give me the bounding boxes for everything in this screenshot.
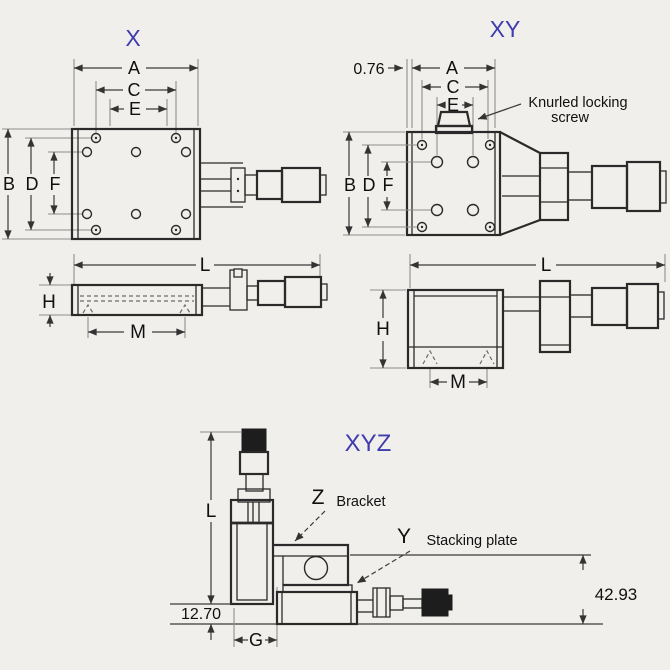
xy-stage-body xyxy=(406,288,505,370)
x-stage-side-view: L H M xyxy=(39,254,328,343)
hidden-hole xyxy=(422,349,438,365)
dim-label-a: A xyxy=(446,58,458,78)
dim-label-c: C xyxy=(447,77,460,97)
dim-label-l: L xyxy=(200,255,211,276)
hidden-hole xyxy=(479,349,495,365)
xy-stage-top-view: XY 0.76 A C E Knurled locking screw xyxy=(343,16,667,237)
z-bracket xyxy=(273,543,350,587)
y-stage-micrometer xyxy=(357,587,453,618)
xyz-assembly-view: XYZ L 12.70 G xyxy=(170,428,638,650)
dim-label-a: A xyxy=(128,58,140,78)
bracket-hole xyxy=(303,555,329,581)
dim-value-offset: 0.76 xyxy=(353,61,384,78)
y-micrometer-knob xyxy=(421,588,449,617)
callout-y-leader xyxy=(356,550,411,584)
annotation-leader xyxy=(477,103,522,120)
callout-z-leader xyxy=(294,510,326,542)
dim-label-f: F xyxy=(383,175,394,195)
z-stage-body xyxy=(229,498,275,606)
x-stage-side-micrometer xyxy=(202,268,328,311)
dim-label-b: B xyxy=(344,175,356,195)
dim-label-e: E xyxy=(447,95,459,115)
annotation-knurled-line2: screw xyxy=(551,110,589,126)
callout-z-text: Bracket xyxy=(336,494,385,510)
z-micrometer-knob xyxy=(241,428,267,453)
dim-label-h: H xyxy=(376,319,390,340)
hidden-hole xyxy=(179,303,191,314)
dim-label-l: L xyxy=(206,501,217,522)
dim-label-d: D xyxy=(363,175,376,195)
callout-y-text: Stacking plate xyxy=(426,533,517,549)
xy-stage-side-view: L H M xyxy=(370,254,666,393)
xy-stage-plate xyxy=(405,130,502,237)
xy-stage-side-micrometer xyxy=(503,279,665,354)
view-title-xy: XY xyxy=(490,16,521,42)
view-title-xyz: XYZ xyxy=(345,430,392,457)
dim-label-m: M xyxy=(130,322,146,343)
dim-label-b: B xyxy=(3,174,15,194)
view-title-x: X xyxy=(125,25,140,51)
xy-stage-mounting-holes xyxy=(416,139,496,233)
y-stage-body xyxy=(275,590,359,626)
x-stage-micrometer xyxy=(200,162,327,208)
hidden-hole xyxy=(82,303,94,314)
dim-label-h: H xyxy=(42,292,56,313)
dim-value-12-70: 12.70 xyxy=(181,606,221,623)
dim-label-c: C xyxy=(128,80,141,100)
dim-label-f: F xyxy=(50,174,61,194)
dim-label-e: E xyxy=(129,99,141,119)
x-stage-mounting-holes xyxy=(81,132,192,236)
x-stage-top-view: X A C E B D F xyxy=(2,25,327,241)
dim-label-g: G xyxy=(249,630,263,650)
dim-label-d: D xyxy=(26,174,39,194)
annotation-knurled-line1: Knurled locking xyxy=(528,95,627,111)
x-stage-plate xyxy=(70,127,202,241)
callout-z-prefix: Z xyxy=(312,486,325,509)
callout-y-prefix: Y xyxy=(397,525,411,548)
z-stage-micrometer xyxy=(237,428,271,523)
dim-label-l: L xyxy=(541,255,552,276)
x-stage-body xyxy=(70,283,204,317)
dim-label-m: M xyxy=(450,372,466,393)
dim-value-42-93: 42.93 xyxy=(595,585,638,604)
xy-stage-micrometer xyxy=(499,131,667,237)
